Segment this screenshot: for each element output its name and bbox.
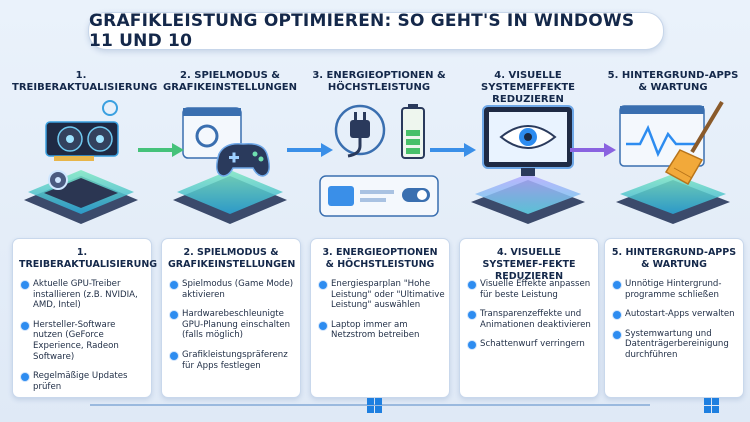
step-column-5: 5. HINTERGRUND-APPS & WARTUNG 5. HINTERG… [604, 56, 744, 398]
step-header-1: 1. TREIBERAKTUALISIERUNG [12, 70, 158, 93]
graphics-card-icon [18, 94, 144, 232]
step-header-5: 5. HINTERGRUND-APPS & WARTUNG [607, 70, 739, 93]
bullet-list-2: Spielmodus (Game Mode) aktivieren Hardwa… [170, 279, 296, 380]
step-card-5: 5. HINTERGRUND-APPS & WARTUNG Unnötige H… [604, 238, 744, 398]
bullet-icon [468, 341, 476, 350]
gamepad-icon [167, 94, 293, 232]
step-column-1: 1. TREIBERAKTUALISIERUNG 1. TREIBERAKTUA… [12, 56, 158, 398]
windows-logo-icon [367, 398, 383, 414]
arrow-right-icon [570, 143, 616, 157]
step-header-4: 4. VISUELLE SYSTEMEFFEKTE REDUZIEREN [481, 70, 575, 105]
step-card-2: 2. SPIELMODUS & GRAFIKEINSTELLUNGEN Spie… [161, 238, 301, 398]
bullet-icon [319, 321, 327, 330]
bullet-icon [613, 311, 621, 320]
card-title-2: 2. SPIELMODUS & GRAFIKEINSTELLUNGEN [168, 247, 296, 270]
bullet-icon [21, 373, 29, 382]
list-item: Hardwarebeschleunigte GPU-Planung einsch… [170, 309, 296, 341]
bullet-icon [319, 281, 327, 289]
card-title-5: 5. HINTERGRUND-APPS & WARTUNG [611, 247, 737, 270]
list-item: Energiesparplan "Hohe Leistung" oder "Ul… [319, 279, 445, 311]
step-header-3: 3. ENERGIEOPTIONEN & HÖCHSTLEISTUNG [312, 70, 446, 93]
step-card-3: 3. ENERGIEOPTIONEN & HÖCHSTLEISTUNG Ener… [310, 238, 450, 398]
windows-logo-icon [704, 398, 720, 414]
list-item: Systemwartung und Datenträgerbereinigung… [613, 329, 739, 361]
list-item: Laptop immer am Netzstrom betreiben [319, 320, 445, 341]
list-item: Spielmodus (Game Mode) aktivieren [170, 279, 296, 300]
page-title: GRAFIKLEISTUNG OPTIMIEREN: SO GEHT'S IN … [89, 11, 635, 51]
arrow-right-icon [430, 143, 476, 157]
card-title-4: 4. VISUELLE SYSTEMEF-FEKTE REDUZIEREN [482, 247, 576, 282]
broom-icon [610, 94, 736, 232]
bullet-icon [170, 281, 178, 289]
bullet-icon [21, 281, 29, 289]
list-item: Unnötige Hintergrund-programme schließen [613, 279, 739, 300]
step-column-3: 3. ENERGIEOPTIONEN & HÖCHSTLEISTUNG 3. E… [310, 56, 450, 398]
power-plug-icon [316, 94, 442, 232]
list-item: Schattenwurf verringern [468, 339, 594, 350]
list-item: Aktuelle GPU-Treiber installieren (z.B. … [21, 279, 147, 311]
arrow-right-icon [138, 143, 184, 157]
title-banner: GRAFIKLEISTUNG OPTIMIEREN: SO GEHT'S IN … [88, 11, 664, 51]
step-column-2: 2. SPIELMODUS & GRAFIKEINSTELLUNGEN 2. S… [161, 56, 301, 398]
bullet-list-3: Energiesparplan "Hohe Leistung" oder "Ul… [319, 279, 445, 350]
list-item: Visuelle Effekte anpassen für beste Leis… [468, 279, 594, 300]
card-title-1: 1. TREIBERAKTUALISIERUNG [19, 247, 158, 270]
bullet-list-4: Visuelle Effekte anpassen für beste Leis… [468, 279, 594, 359]
bullet-icon [170, 311, 178, 320]
bullet-icon [613, 330, 621, 339]
bullet-list-1: Aktuelle GPU-Treiber installieren (z.B. … [21, 279, 147, 401]
bullet-icon [613, 281, 621, 289]
list-item: Hersteller-Software nutzen (GeForce Expe… [21, 320, 147, 362]
step-card-4: 4. VISUELLE SYSTEMEF-FEKTE REDUZIEREN Vi… [459, 238, 599, 398]
step-card-1: 1. TREIBERAKTUALISIERUNG Aktuelle GPU-Tr… [12, 238, 158, 401]
bullet-list-5: Unnötige Hintergrund-programme schließen… [613, 279, 739, 370]
list-item: Autostart-Apps verwalten [613, 309, 739, 320]
list-item: Regelmäßige Updates prüfen [21, 371, 147, 392]
card-title-3: 3. ENERGIEOPTIONEN & HÖCHSTLEISTUNG [322, 247, 438, 270]
bullet-icon [468, 281, 476, 289]
list-item: Grafikleistungspräferenz für Apps festle… [170, 350, 296, 371]
step-column-4: 4. VISUELLE SYSTEMEFFEKTE REDUZIEREN 4. … [459, 56, 599, 398]
flow-line [90, 404, 650, 406]
monitor-eye-icon [465, 94, 591, 232]
arrow-right-icon [287, 143, 333, 157]
bullet-icon [21, 321, 29, 330]
bullet-icon [468, 311, 476, 320]
bullet-icon [170, 351, 178, 360]
step-header-2: 2. SPIELMODUS & GRAFIKEINSTELLUNGEN [162, 70, 297, 93]
list-item: Transparenzeffekte und Animationen deakt… [468, 309, 594, 330]
